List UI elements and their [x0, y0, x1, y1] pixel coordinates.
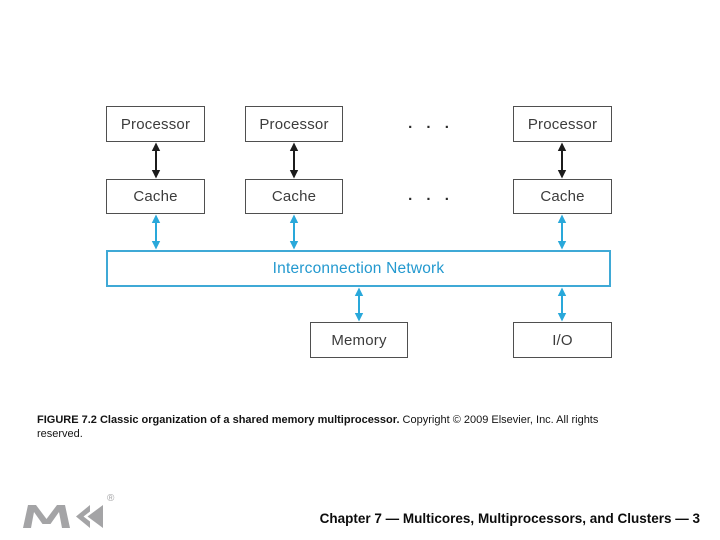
cache1-network-arrow-icon [151, 214, 161, 250]
chapter-footer-text: Chapter 7 — Multicores, Multiprocessors,… [319, 511, 700, 526]
processor1-cache1-arrow-icon [151, 142, 161, 179]
cache-box-3: Cache [513, 179, 612, 214]
network-io-arrow-icon [557, 287, 567, 322]
processor-box-2: Processor [245, 106, 343, 142]
processor-row-ellipsis: . . . [408, 115, 454, 132]
network-memory-arrow-icon [354, 287, 364, 322]
cache-box-1: Cache [106, 179, 205, 214]
processor-box-3: Processor [513, 106, 612, 142]
processor3-cache3-arrow-icon [557, 142, 567, 179]
mk-logo-icon [23, 505, 103, 528]
memory-box: Memory [310, 322, 408, 358]
figure-caption: FIGURE 7.2 Classic organization of a sha… [37, 413, 677, 441]
figure-caption-title: FIGURE 7.2 Classic organization of a sha… [37, 414, 400, 426]
figure-caption-copyright: Copyright © 2009 Elsevier, Inc. All righ… [399, 414, 599, 426]
cache-box-2: Cache [245, 179, 343, 214]
cache2-network-arrow-icon [289, 214, 299, 250]
processor2-cache2-arrow-icon [289, 142, 299, 179]
figure-caption-copyright-cont: reserved. [37, 428, 83, 440]
registered-trademark-symbol: ® [107, 493, 115, 504]
morgan-kaufmann-logo: ® [23, 493, 125, 532]
cache3-network-arrow-icon [557, 214, 567, 250]
io-box: I/O [513, 322, 612, 358]
interconnection-network-box: Interconnection Network [106, 250, 611, 287]
cache-row-ellipsis: . . . [408, 187, 454, 204]
processor-box-1: Processor [106, 106, 205, 142]
